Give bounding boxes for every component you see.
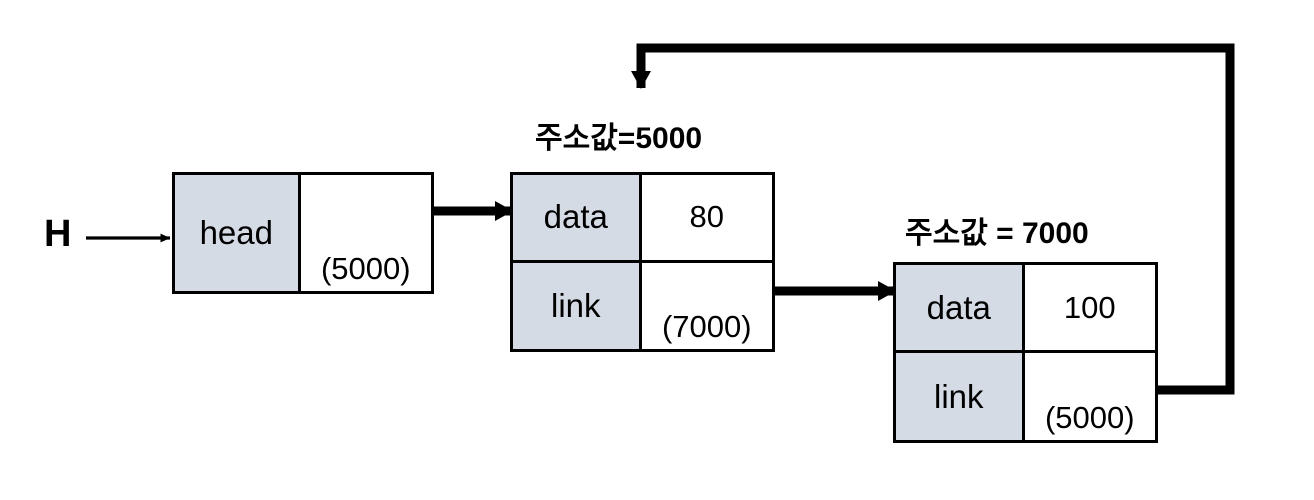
node-5000-row-link: link (7000) <box>513 262 772 349</box>
node-5000-row-data: data 80 <box>513 175 772 263</box>
node-5000-link-label: link <box>513 262 642 349</box>
node-7000-row-link: link (5000) <box>896 353 1155 440</box>
node-7000-address-caption: 주소값 = 7000 <box>905 217 1089 250</box>
node-7000-link-label: link <box>896 353 1025 440</box>
node-7000-data-label: data <box>896 265 1025 350</box>
node-7000-data-value: 100 <box>1024 265 1155 350</box>
node-7000-row-data: data 100 <box>896 265 1155 353</box>
node-head: head (5000) <box>172 172 434 294</box>
node-5000-data-value: 80 <box>641 175 772 260</box>
node-5000-data-label: data <box>513 175 642 260</box>
node-7000-link-value: (5000) <box>1024 353 1155 440</box>
node-5000-address-caption: 주소값=5000 <box>535 122 703 155</box>
node-head-cell-address: (5000) <box>300 175 431 291</box>
node-head-cell-label: head <box>175 175 301 291</box>
node-head-row-head: head (5000) <box>175 175 431 291</box>
node-5000-link-value: (7000) <box>641 262 772 349</box>
head-pointer-label: H <box>44 213 72 255</box>
node-5000: data 80 link (7000) <box>510 172 775 352</box>
node-7000: data 100 link (5000) <box>893 262 1158 443</box>
